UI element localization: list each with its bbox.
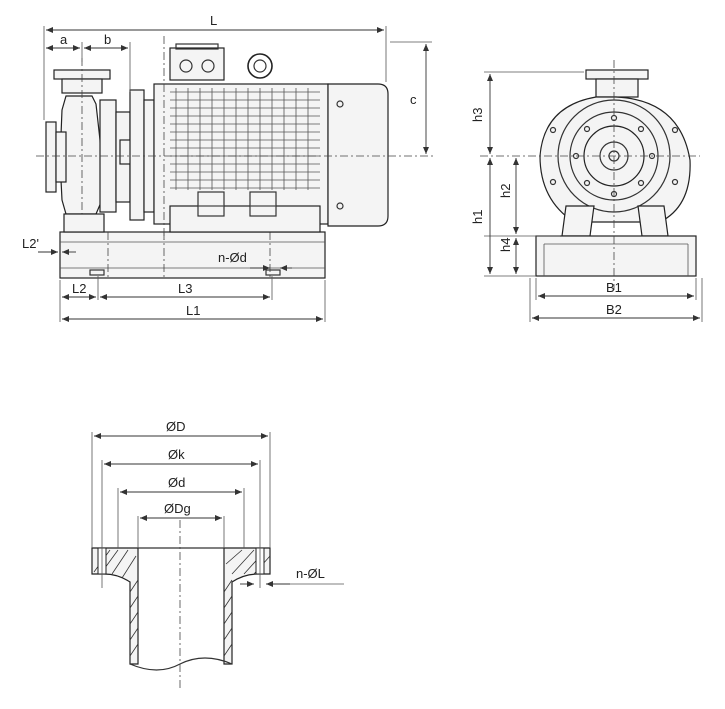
dim-label-Od: Ød — [168, 475, 185, 490]
dim-label-ODg: ØDg — [164, 501, 191, 516]
dim-label-h4: h4 — [498, 238, 513, 252]
dim-label-B2: B2 — [606, 302, 622, 317]
dim-label-L2: L2 — [72, 281, 86, 296]
dim-label-h2: h2 — [498, 184, 513, 198]
flange-hatching — [93, 549, 271, 657]
dim-label-n-od-side: n-Ød — [218, 250, 247, 265]
dim-label-c: c — [410, 92, 417, 107]
dim-label-h1: h1 — [470, 210, 485, 224]
dim-label-OD: ØD — [166, 419, 186, 434]
dim-label-b: b — [104, 32, 111, 47]
dim-label-L1: L1 — [186, 303, 200, 318]
front-view: h3 h1 h2 h4 B1 B2 — [470, 60, 703, 322]
flange-section-view: ØD Øk Ød ØDg n-ØL — [91, 419, 344, 690]
dim-label-n-OL: n-ØL — [296, 566, 325, 581]
dim-label-L: L — [210, 13, 217, 28]
dim-label-L3: L3 — [178, 281, 192, 296]
dim-label-L2-prime: L2' — [22, 236, 39, 251]
dim-label-h3: h3 — [470, 108, 485, 122]
dim-label-Ok: Øk — [168, 447, 185, 462]
side-view: L a b c L2' n-Ød L2 L3 L1 — [22, 13, 434, 322]
motor-stator-ribs — [175, 88, 309, 190]
dim-label-B1: B1 — [606, 280, 622, 295]
dim-label-a: a — [60, 32, 68, 47]
